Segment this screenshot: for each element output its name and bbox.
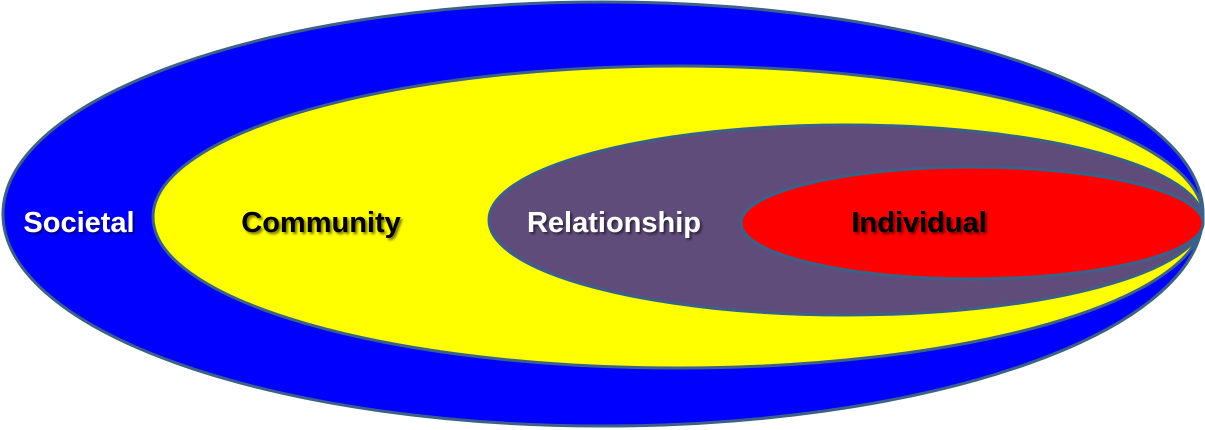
relationship-label: Relationship xyxy=(527,207,701,239)
individual-ellipse xyxy=(739,165,1205,281)
individual-label: Individual xyxy=(851,207,986,239)
societal-label: Societal xyxy=(23,207,134,239)
community-label: Community xyxy=(241,207,401,239)
